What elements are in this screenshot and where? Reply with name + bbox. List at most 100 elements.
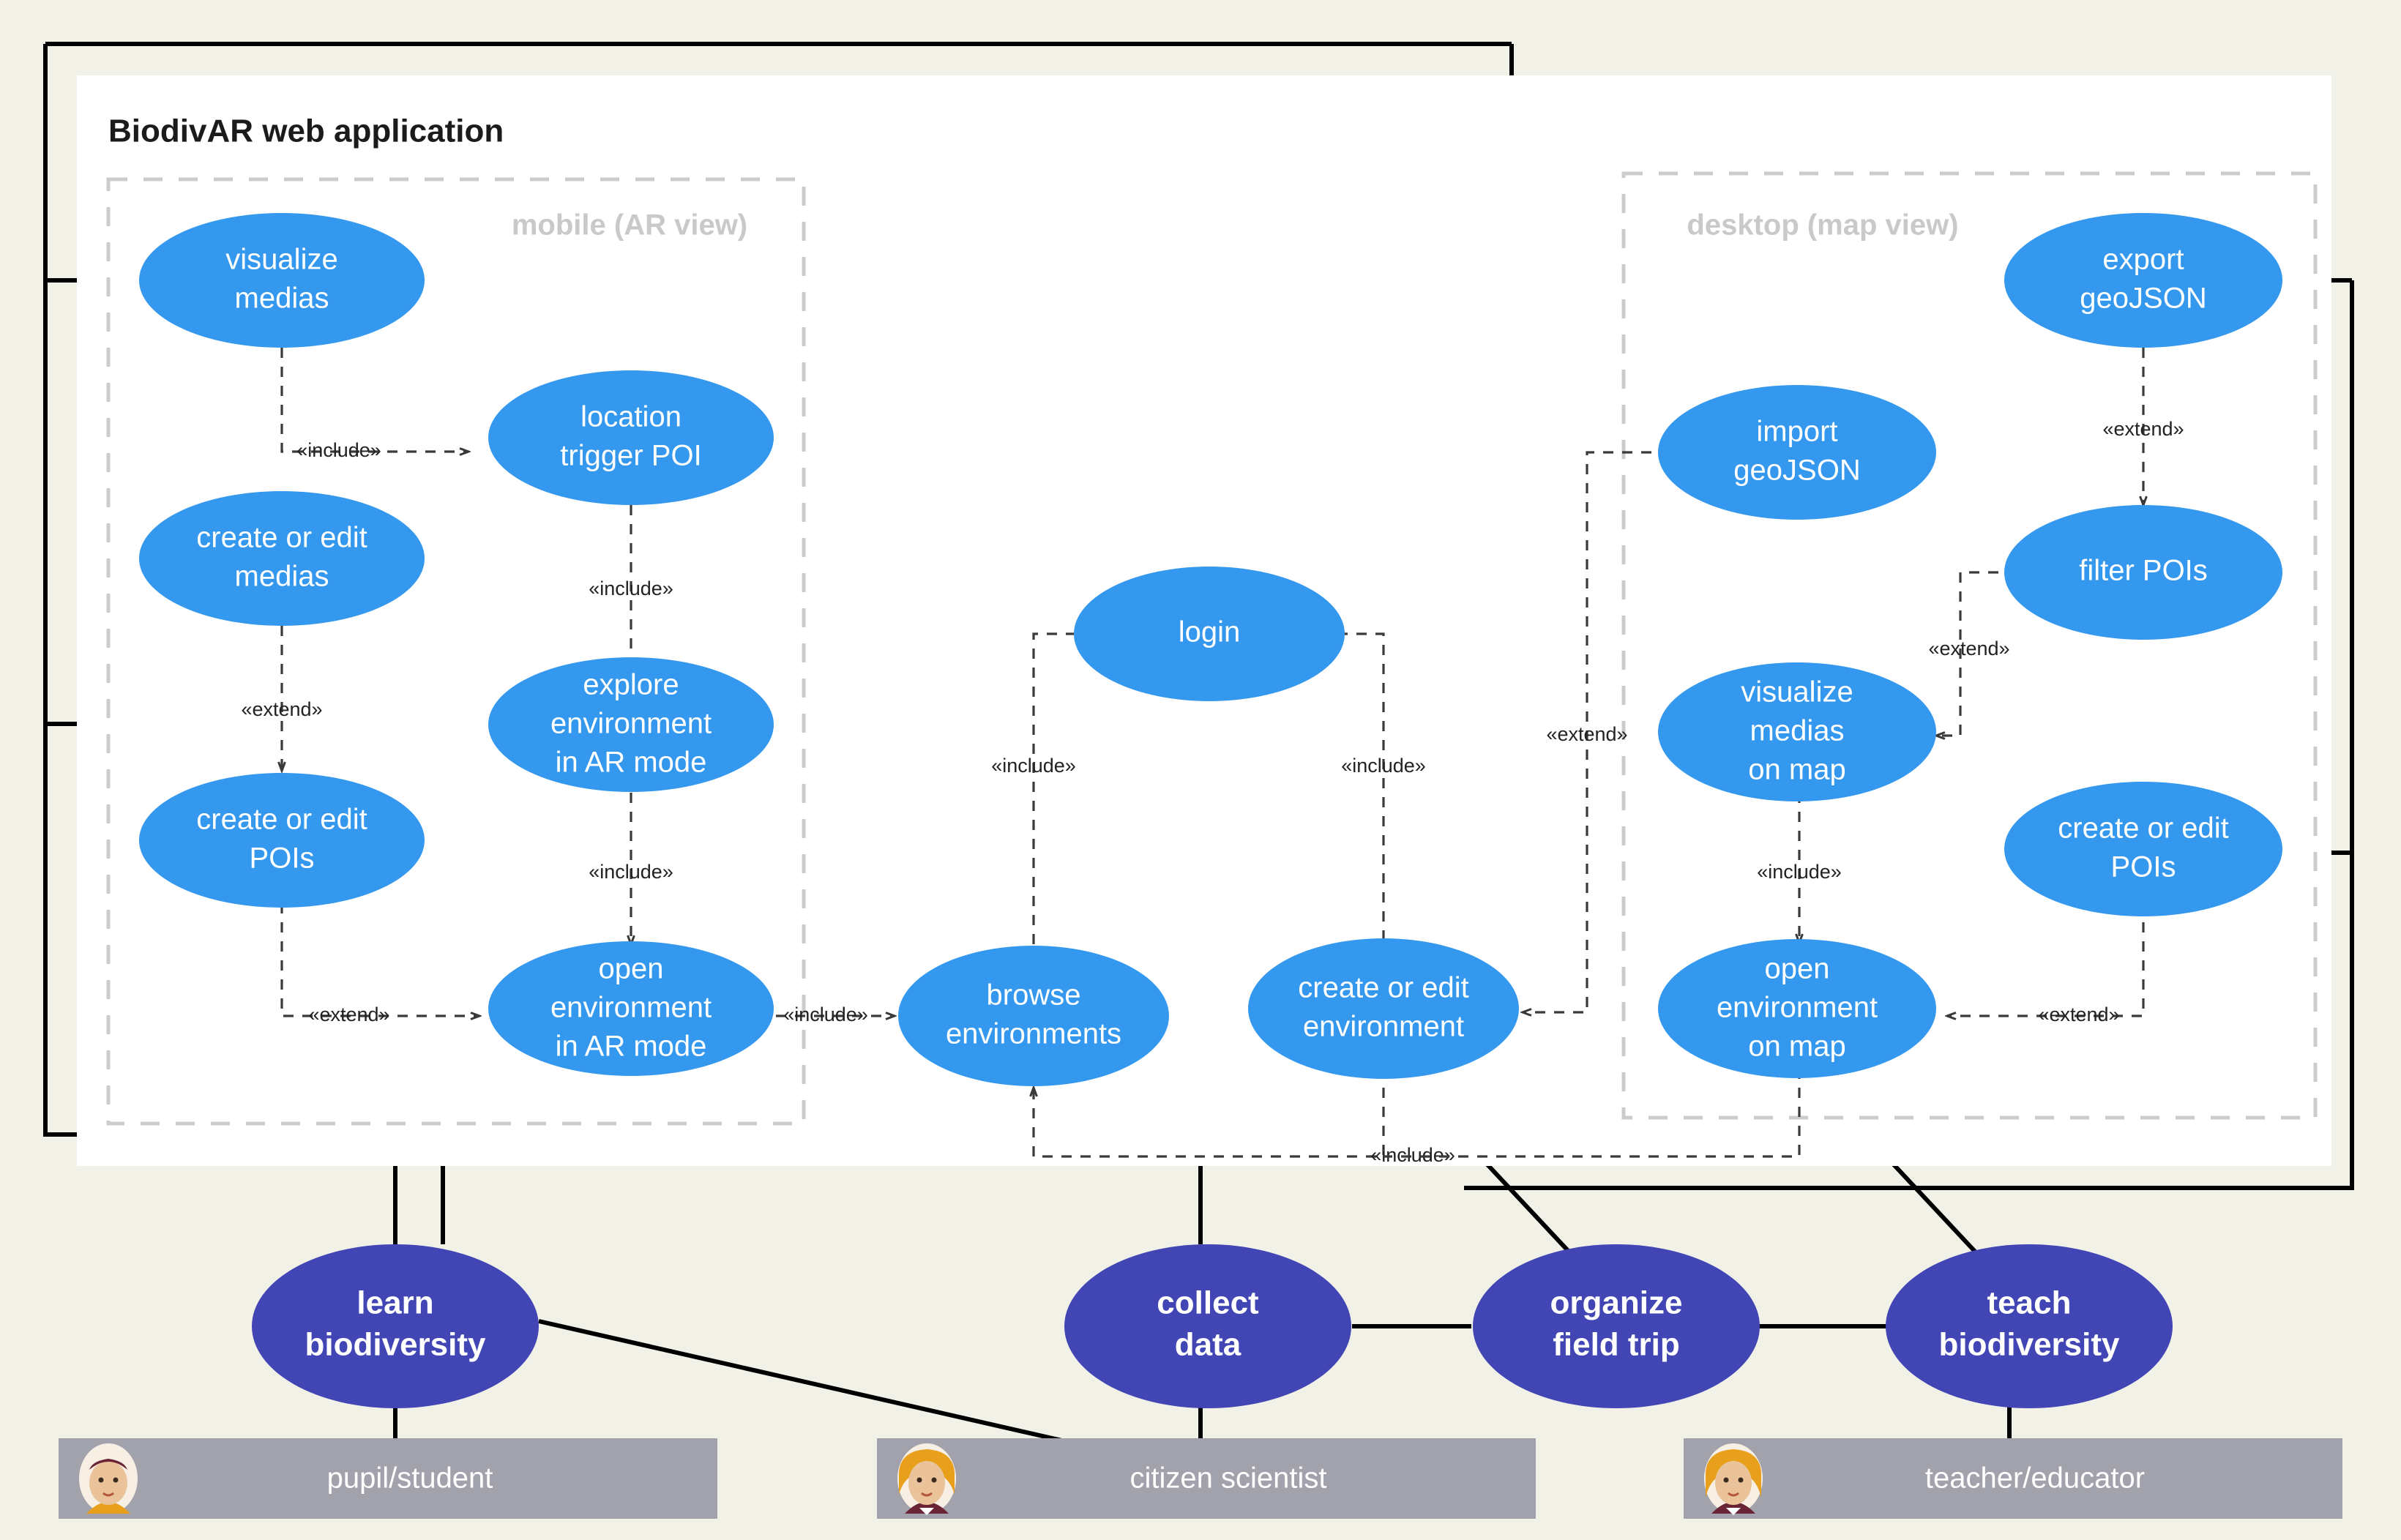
uc-label-line: in AR mode bbox=[556, 747, 707, 779]
uc-label-line: export bbox=[2102, 244, 2184, 276]
uc-label-line: environment bbox=[1717, 992, 1878, 1024]
uc-label-line: environment bbox=[550, 992, 712, 1024]
use-case-export-geojson[interactable]: export geoJSON bbox=[2004, 213, 2282, 348]
dep-label-include-2: «include» bbox=[589, 578, 673, 599]
uc-label-line: create or edit bbox=[2058, 812, 2228, 845]
goal-teach-biodiversity[interactable]: teach biodiversity bbox=[1886, 1244, 2173, 1408]
use-case-open-environment-in-ar-mode[interactable]: open environment in AR mode bbox=[488, 941, 774, 1076]
uc-label-line: visualize bbox=[1741, 676, 1853, 709]
uc-label-line: location bbox=[580, 401, 682, 433]
dep-label-include-5: «include» bbox=[991, 755, 1076, 777]
dep-pois-to-open-ar bbox=[280, 884, 479, 1016]
goal-label-line: organize bbox=[1550, 1285, 1683, 1321]
dep-label-include-3: «include» bbox=[589, 861, 673, 883]
dep-visualize-to-location-trigger bbox=[280, 348, 468, 452]
uc-label-line: geoJSON bbox=[1733, 455, 1860, 487]
uc-label-line: login bbox=[1179, 616, 1241, 648]
uc-label-line: visualize bbox=[225, 244, 337, 276]
goal-label-line: learn bbox=[356, 1285, 433, 1321]
uc-label-line: create or edit bbox=[196, 522, 367, 554]
dep-browse-to-login bbox=[1032, 634, 1089, 944]
actor-citizen-scientist[interactable]: citizen scientist bbox=[877, 1438, 1536, 1519]
uc-label-line: environments bbox=[946, 1018, 1121, 1050]
uc-label-line: POIs bbox=[250, 842, 315, 875]
assoc-learn-to-student bbox=[538, 1319, 1117, 1455]
dep-label-extend-6: «extend» bbox=[2038, 1003, 2119, 1025]
dep-label-extend-5: «extend» bbox=[1546, 723, 1627, 745]
uc-label-line: open bbox=[1765, 953, 1830, 985]
dep-openmap-to-bottom-rail bbox=[1384, 1069, 1801, 1158]
actor-label: pupil/student bbox=[327, 1462, 493, 1495]
male-student-avatar bbox=[79, 1443, 138, 1514]
dep-createenv-to-browse bbox=[1034, 1069, 1385, 1158]
dep-label-include-4: «include» bbox=[783, 1003, 868, 1025]
dep-label-include-8: «include» bbox=[1757, 861, 1842, 883]
actor-label: citizen scientist bbox=[1130, 1462, 1327, 1495]
group-desktop-label: desktop (map view) bbox=[1687, 209, 1958, 242]
group-mobile-label: mobile (AR view) bbox=[512, 209, 747, 242]
dep-pois-desktop-to-openmap bbox=[1947, 884, 2145, 1016]
use-case-browse-environments[interactable]: browse environments bbox=[898, 946, 1169, 1086]
uc-label-line: environment bbox=[550, 708, 712, 740]
use-case-create-or-edit-pois-desktop[interactable]: create or edit POIs bbox=[2004, 782, 2282, 916]
uc-label-line: in AR mode bbox=[556, 1031, 707, 1063]
use-case-explore-environment-in-ar-mode[interactable]: explore environment in AR mode bbox=[488, 657, 774, 792]
dep-import-to-createenv bbox=[1523, 451, 1728, 1012]
uc-label-line: on map bbox=[1748, 1031, 1845, 1063]
uc-label-line: trigger POI bbox=[560, 440, 701, 472]
use-case-filter-pois[interactable]: filter POIs bbox=[2004, 505, 2282, 640]
dep-label-extend-1: «extend» bbox=[241, 698, 322, 720]
goal-learn-biodiversity[interactable]: learn biodiversity bbox=[252, 1244, 539, 1408]
uc-label-line: open bbox=[599, 953, 664, 985]
goal-collect-data[interactable]: collect data bbox=[1064, 1244, 1351, 1408]
use-case-login[interactable]: login bbox=[1074, 567, 1345, 701]
use-case-location-trigger-poi[interactable]: location trigger POI bbox=[488, 370, 774, 505]
uc-label-line: explore bbox=[583, 669, 679, 701]
goal-label-line: biodiversity bbox=[305, 1327, 486, 1363]
uc-label-line: medias bbox=[1750, 715, 1845, 747]
assoc-right-rail bbox=[1464, 280, 2354, 1190]
uc-label-line: environment bbox=[1303, 1011, 1464, 1043]
use-case-create-or-edit-medias[interactable]: create or edit medias bbox=[139, 491, 425, 626]
uc-label-line: create or edit bbox=[196, 804, 367, 836]
use-case-create-or-edit-environment[interactable]: create or edit environment bbox=[1248, 938, 1519, 1079]
group-desktop-box bbox=[1621, 171, 2318, 1120]
dep-label-include-7: «include» bbox=[1370, 1144, 1455, 1166]
dep-label-extend-4: «extend» bbox=[1928, 638, 2009, 659]
uc-label-line: import bbox=[1756, 416, 1837, 448]
goal-label-line: field trip bbox=[1553, 1327, 1680, 1363]
uc-label-line: on map bbox=[1748, 754, 1845, 786]
dep-label-include-1: «include» bbox=[296, 439, 381, 461]
female-teacher-avatar bbox=[1704, 1443, 1763, 1515]
use-case-import-geojson[interactable]: import geoJSON bbox=[1658, 385, 1936, 520]
use-case-open-environment-on-map[interactable]: open environment on map bbox=[1658, 939, 1936, 1078]
actor-teacher-educator[interactable]: teacher/educator bbox=[1684, 1438, 2342, 1519]
goal-label-line: teach bbox=[1987, 1285, 2072, 1321]
system-title: BiodivAR web application bbox=[108, 113, 504, 149]
goal-label-line: collect bbox=[1157, 1285, 1259, 1321]
uc-label-line: browse bbox=[987, 979, 1081, 1012]
goal-label-line: data bbox=[1175, 1327, 1241, 1363]
use-case-create-or-edit-pois-mobile[interactable]: create or edit POIs bbox=[139, 773, 425, 908]
uc-label-line: geoJSON bbox=[2080, 283, 2206, 315]
uc-label-line: POIs bbox=[2111, 851, 2176, 883]
use-case-visualize-medias[interactable]: visualize medias bbox=[139, 213, 425, 348]
uc-label-line: medias bbox=[235, 283, 329, 315]
actor-label: teacher/educator bbox=[1925, 1462, 2145, 1495]
uc-label-line: medias bbox=[235, 561, 329, 593]
uc-label-line: filter POIs bbox=[2079, 555, 2208, 587]
goal-label-line: biodiversity bbox=[1939, 1327, 2120, 1363]
goal-organize-field-trip[interactable]: organize field trip bbox=[1473, 1244, 1760, 1408]
dep-label-extend-3: «extend» bbox=[2102, 418, 2184, 440]
dep-label-include-6: «include» bbox=[1341, 755, 1426, 777]
female-scientist-avatar bbox=[897, 1443, 956, 1515]
dep-createenv-to-login bbox=[1331, 634, 1385, 941]
dep-label-extend-2: «extend» bbox=[308, 1003, 389, 1025]
actor-pupil-student[interactable]: pupil/student bbox=[59, 1438, 717, 1519]
uc-label-line: create or edit bbox=[1298, 972, 1468, 1004]
group-mobile-box bbox=[106, 177, 806, 1126]
use-case-visualize-medias-on-map[interactable]: visualize medias on map bbox=[1658, 662, 1936, 801]
dep-filter-to-visualize-map bbox=[1936, 571, 1998, 736]
